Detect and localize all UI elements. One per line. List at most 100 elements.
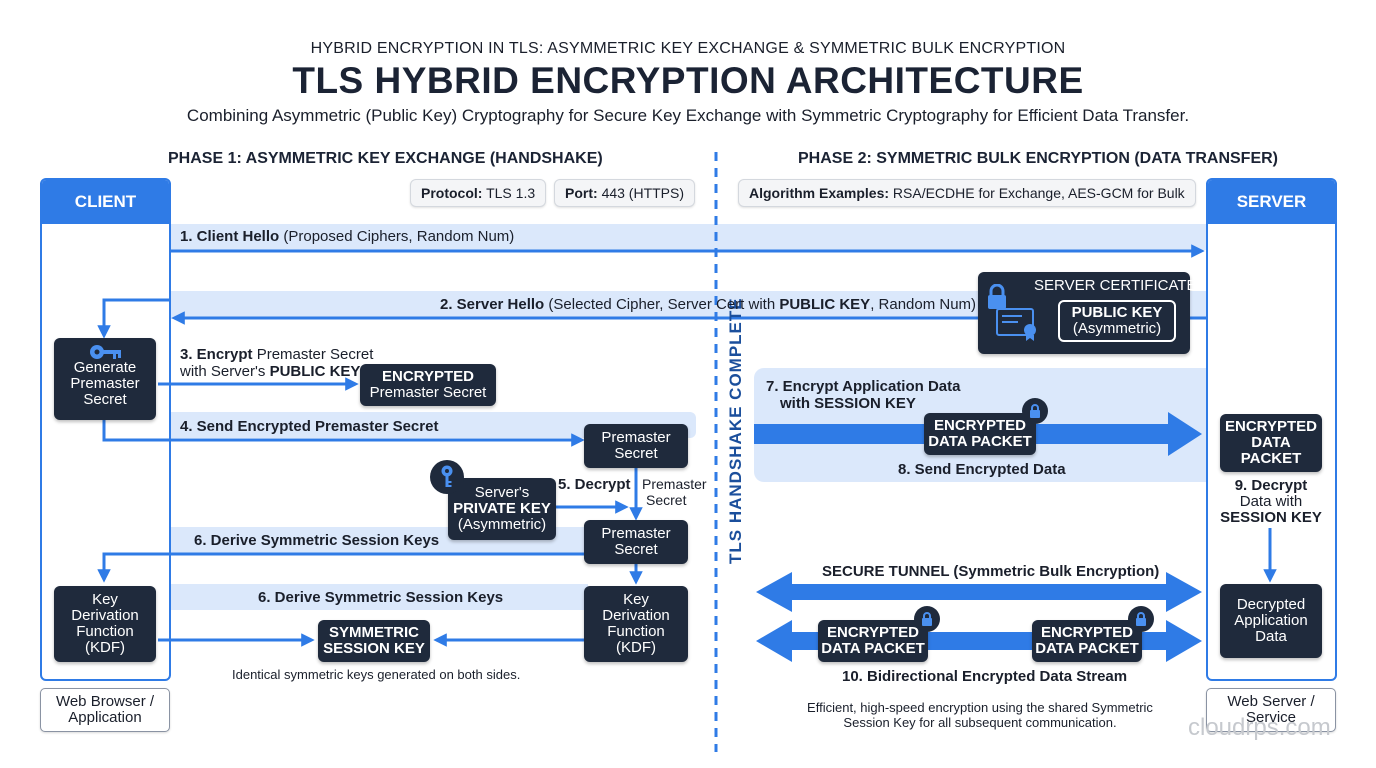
decrypted-line3: Data [1255,628,1287,645]
step7-line2: with SESSION KEY [780,395,916,412]
step3-bold: 3. Encrypt [180,346,253,363]
algorithm-label: Algorithm Examples: [749,185,890,201]
step6b-label: 6. Derive Symmetric Session Keys [258,589,504,606]
protocol-label: Protocol: [421,185,483,201]
server-packet-line3: PACKET [1240,450,1302,467]
packet-line2: DATA PACKET [928,433,1032,450]
kdf-server-box: Key Derivation Function (KDF) [584,586,688,662]
kdf-server-line2: Derivation [602,607,670,624]
private-key-box: Server's PRIVATE KEY (Asymmetric) [448,478,556,540]
stream-packet-left: ENCRYPTED DATA PACKET [818,620,928,662]
premaster-b-line2: Secret [614,541,658,558]
private-key-line3: (Asymmetric) [457,516,547,533]
public-key-line2: (Asymmetric) [1072,320,1162,337]
arrow-send-encrypted [102,420,585,447]
tunnel-label: SECURE TUNNEL (Symmetric Bulk Encryption… [822,563,1160,580]
premaster-a-line2: Secret [614,445,658,462]
port-pill: Port: 443 (HTTPS) [554,179,696,207]
certificate-title: SERVER CERTIFICATE [1034,277,1197,294]
step2-key: PUBLIC KEY [779,296,871,313]
phase2-heading: PHASE 2: SYMMETRIC BULK ENCRYPTION (DATA… [798,150,1278,167]
step3-rest: Premaster Secret [256,346,374,363]
kdf-client-line1: Key [92,591,118,608]
step7-label: 7. Encrypt Application Data with SESSION… [766,378,960,412]
kdf-server-line3: Function [607,623,665,640]
step3-key: PUBLIC KEY [269,363,361,380]
kdf-client-line4: (KDF) [85,639,125,656]
step10-label: 10. Bidirectional Encrypted Data Stream [842,668,1128,685]
public-key-line1: PUBLIC KEY [1071,304,1163,321]
symmetric-session-key-box: SYMMETRIC SESSION KEY [318,620,430,662]
watermark: cloudrps.com [1188,714,1331,741]
step9-line1: 9. Decrypt [1234,477,1308,494]
step2-end: , Random Num) [870,296,977,313]
generate-line2: Premaster [70,375,140,392]
step2-label: 2. Server Hello (Selected Cipher, Server… [440,296,976,313]
step5-label: 5. Decrypt [558,476,631,493]
padlock-icon [914,606,940,632]
band-derive-b [168,584,588,610]
step1-rest: (Proposed Ciphers, Random Num) [283,228,515,245]
premaster-side-line2: Secret [646,492,687,508]
step9-line2: Data with [1239,493,1303,510]
encrypted-data-packet-box: ENCRYPTED DATA PACKET [924,413,1036,455]
client-lane-title: CLIENT [42,180,169,224]
diagram-kicker: HYBRID ENCRYPTION IN TLS: ASYMMETRIC KEY… [310,40,1066,57]
encrypted-premaster-line1: ENCRYPTED [382,368,474,385]
server-footer: Web Server / Service [1206,688,1336,732]
efficient-line1: Efficient, high-speed encryption using t… [807,700,1153,715]
decrypted-line2: Application [1234,612,1308,629]
premaster-secret-box-a: Premaster Secret [584,424,688,468]
arrow-bidirectional [756,620,1202,662]
port-label: Port: [565,185,598,201]
lock-icon [986,283,1008,314]
stream-right-line1: ENCRYPTED [1041,624,1133,641]
premaster-secret-box-b: Premaster Secret [584,520,688,564]
server-packet-line1: ENCRYPTED [1225,418,1317,435]
client-footer: Web Browser / Application [40,688,170,732]
step7-line1: 7. Encrypt Application Data [766,378,961,395]
server-footer-line1: Web Server / [1227,693,1315,710]
protocol-pill: Protocol: TLS 1.3 [410,179,547,207]
server-packet-line2: DATA [1251,434,1291,451]
port-value: 443 (HTTPS) [601,185,685,201]
symmetric-line1: SYMMETRIC [329,624,419,641]
packet-line1: ENCRYPTED [934,417,1026,434]
step1-label: 1. Client Hello (Proposed Ciphers, Rando… [180,228,514,245]
step9-label: 9. Decrypt Data with SESSION KEY [1212,478,1330,526]
step3-label: 3. Encrypt Premaster Secret with Server'… [180,346,373,380]
premaster-a-line1: Premaster [601,429,671,446]
premaster-b-line1: Premaster [601,525,671,542]
step2-bold: 2. Server Hello [440,296,545,313]
diagram-subtitle: Combining Asymmetric (Public Key) Crypto… [186,106,1190,125]
stream-right-line2: DATA PACKET [1035,640,1139,657]
step6a-label: 6. Derive Symmetric Session Keys [194,532,440,549]
private-key-line1: Server's [474,484,530,501]
kdf-client-box: Key Derivation Function (KDF) [54,586,156,662]
padlock-icon [1128,606,1154,632]
certificate-icon [996,308,1040,346]
step9-line3: SESSION KEY [1220,509,1322,526]
diagram-title: TLS HYBRID ENCRYPTION ARCHITECTURE [292,60,1084,101]
identical-keys-note: Identical symmetric keys generated on bo… [232,667,521,682]
generate-line1: Generate [73,359,137,376]
arrow-derive-client [97,552,584,583]
arrow-to-generate [97,298,170,339]
step1-bold: 1. Client Hello [180,228,280,245]
private-key-line2: PRIVATE KEY [453,500,551,517]
padlock-icon [1022,398,1048,424]
efficient-note: Efficient, high-speed encryption using t… [790,700,1170,730]
efficient-line2: Session Key for all subsequent communica… [843,715,1117,730]
key-icon [88,342,124,366]
kdf-client-line2: Derivation [71,607,139,624]
step4-label: 4. Send Encrypted Premaster Secret [180,418,439,435]
step3-line2: with Server's [180,363,266,380]
server-certificate-box: SERVER CERTIFICATE PUBLIC KEY (Asymmetri… [978,272,1197,354]
premaster-side-label: Premaster Secret [642,476,707,508]
band-client-hello [168,224,1208,250]
symmetric-line2: SESSION KEY [323,640,425,657]
protocol-value: TLS 1.3 [486,185,536,201]
client-footer-line1: Web Browser / [55,693,155,710]
divider-label: TLS HANDSHAKE COMPLETE [726,297,745,564]
